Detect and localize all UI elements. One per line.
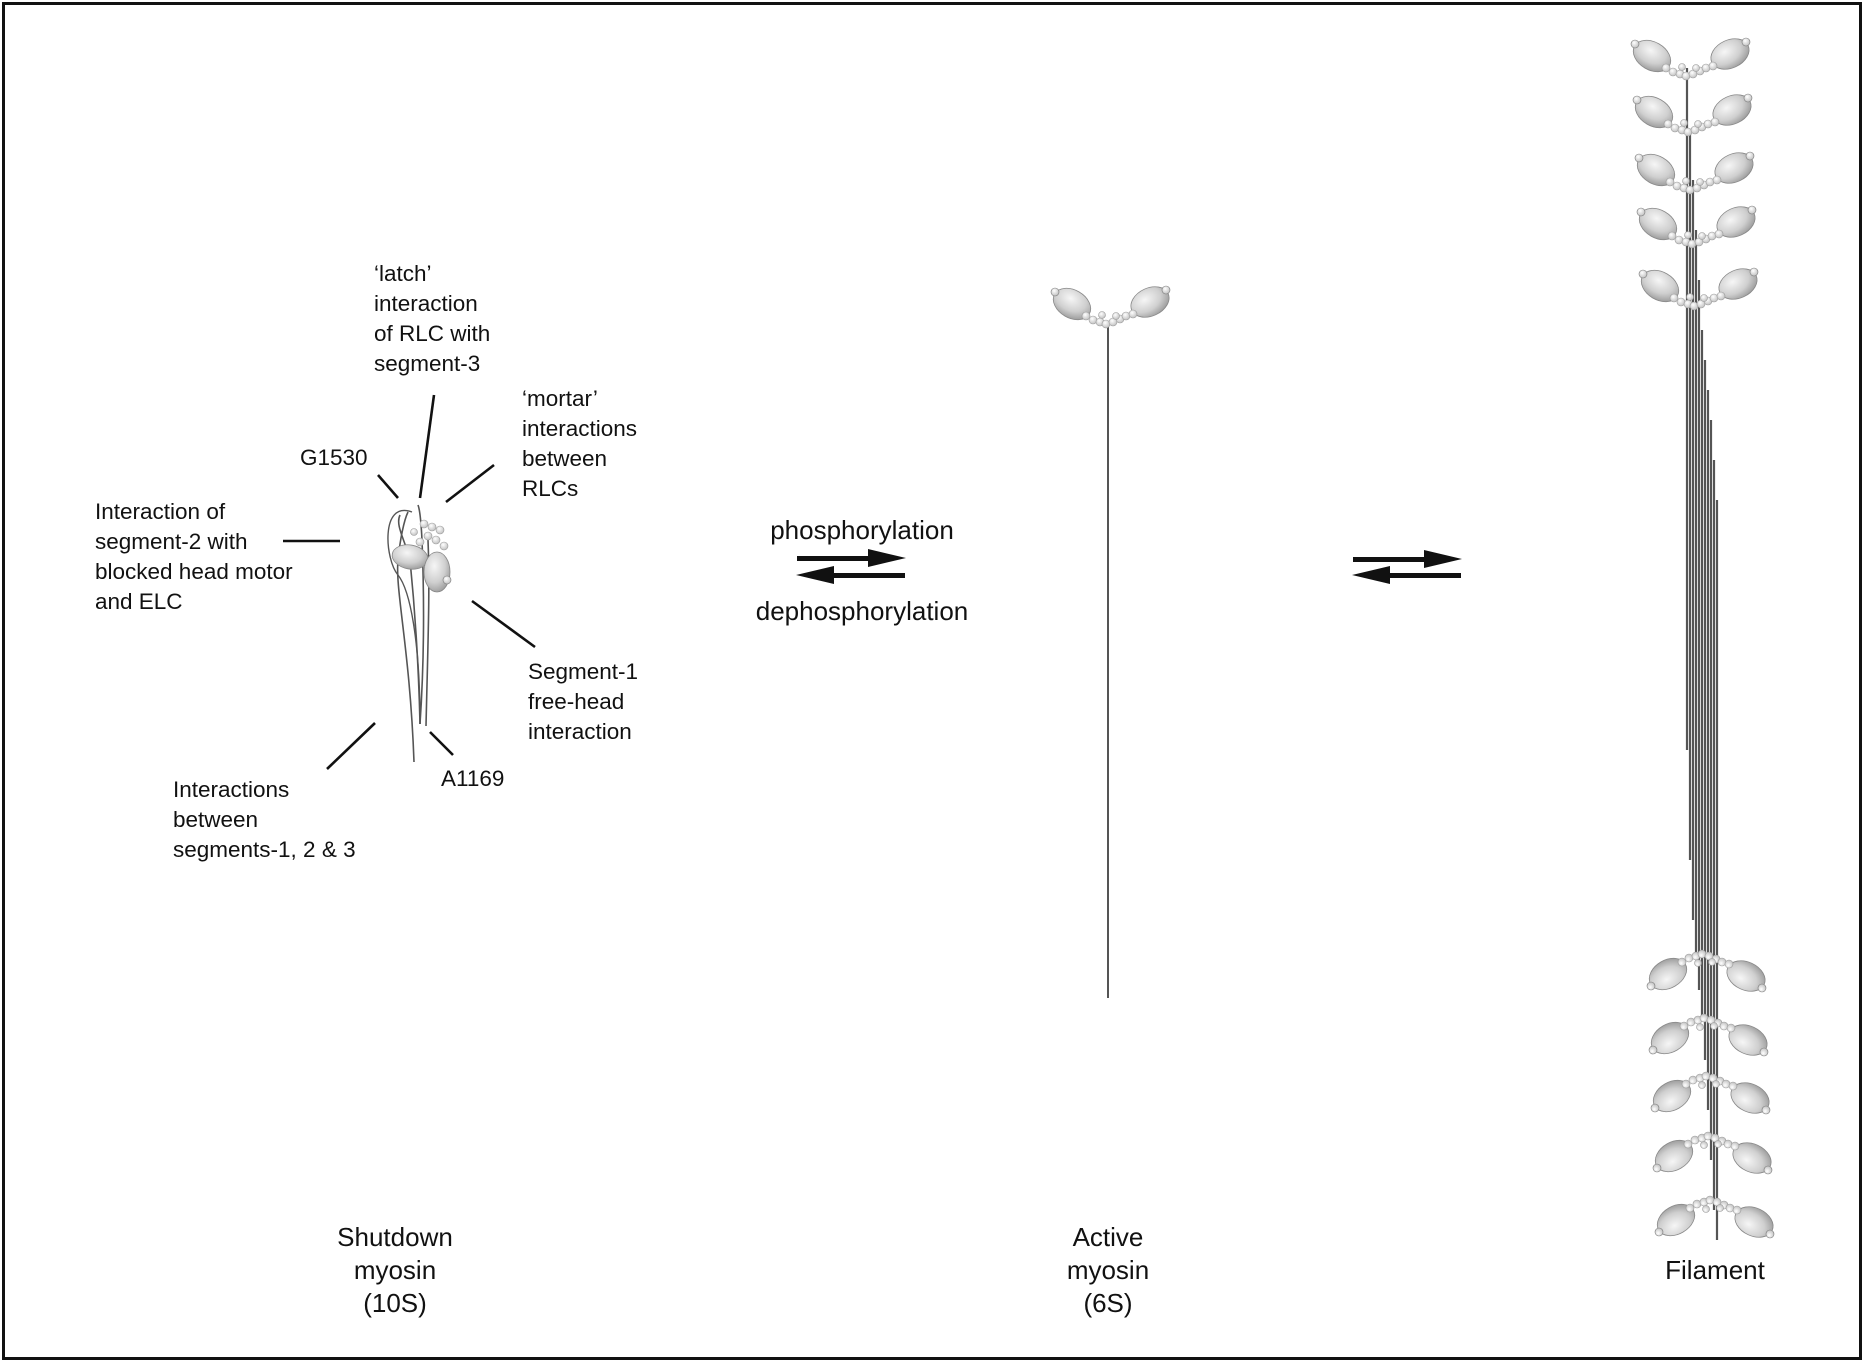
filament-equilibrium-arrows bbox=[1352, 550, 1462, 584]
shutdown-myosin-caption: Shutdown myosin (10S) bbox=[337, 1222, 453, 1318]
segments-interaction-label: Interactions between segments-1, 2 & 3 bbox=[173, 777, 356, 862]
phosphorylation-label: phosphorylation bbox=[770, 515, 954, 545]
active-myosin-molecule bbox=[1047, 280, 1175, 998]
mortar-interaction-label: ‘mortar’ interactions between RLCs bbox=[522, 386, 638, 501]
a1169-label: A1169 bbox=[441, 766, 505, 791]
latch-interaction-label: ‘latch’ interaction of RLC with segment-… bbox=[374, 261, 491, 376]
active-myosin-caption: Active myosin (6S) bbox=[1066, 1222, 1150, 1318]
segment-1-interaction-label: Segment-1 free-head interaction bbox=[528, 659, 639, 744]
g1530-label: G1530 bbox=[300, 445, 368, 470]
phosphorylation-equilibrium-arrows bbox=[796, 549, 906, 584]
annotation-leader-lines bbox=[283, 394, 536, 770]
segment-2-interaction-label: Interaction of segment-2 with blocked he… bbox=[95, 499, 293, 614]
thick-filament bbox=[1627, 32, 1779, 1244]
shutdown-myosin-molecule bbox=[387, 504, 452, 763]
filament-caption: Filament bbox=[1665, 1255, 1765, 1285]
dephosphorylation-label: dephosphorylation bbox=[755, 596, 969, 626]
